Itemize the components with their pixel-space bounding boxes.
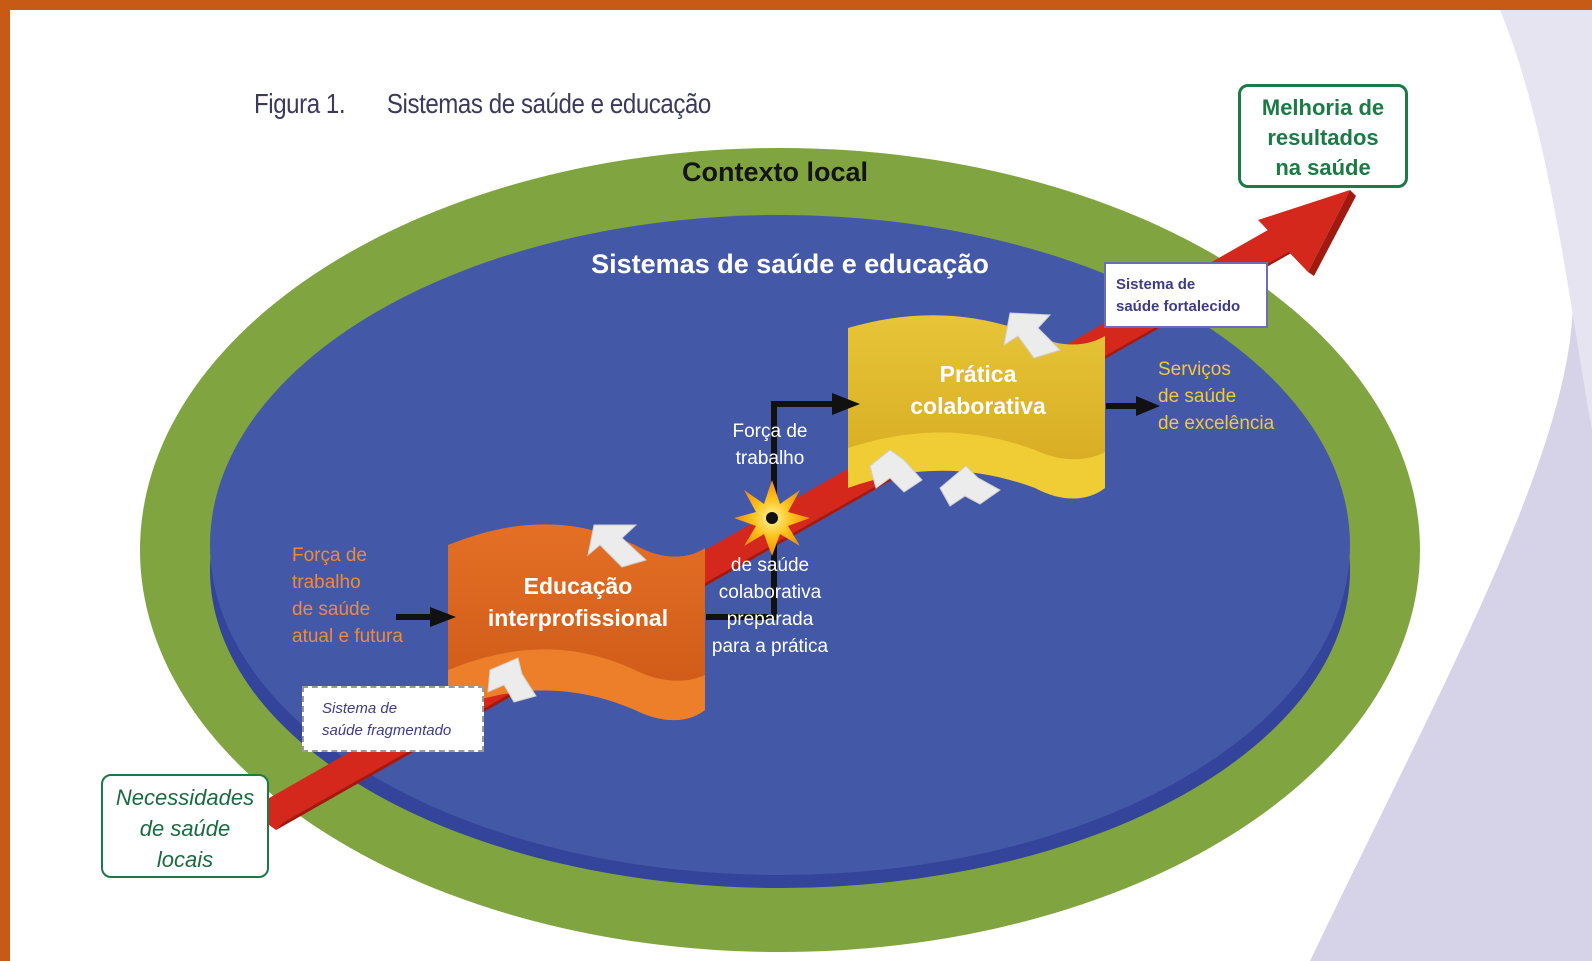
services-line-3: de excelência [1158, 413, 1275, 434]
strengthened-line-2: saúde fortalecido [1116, 298, 1241, 315]
education-line-2: interprofissional [487, 605, 669, 631]
practice-banner-label: Prática colaborativa [868, 358, 1088, 422]
workforce-input-label: Força de trabalho de saúde atual e futur… [292, 542, 432, 650]
workforce-input-line-1: Força de [292, 545, 367, 566]
connector-arrow-head [832, 393, 860, 415]
pressure-arrow-icon [587, 524, 647, 568]
starburst-icon [734, 480, 810, 556]
services-line-1: Serviços [1158, 359, 1231, 380]
education-line-1: Educação [523, 573, 633, 599]
pressure-arrow-icon [869, 449, 923, 493]
workforce-ready-line-6: para a prática [711, 636, 829, 657]
workforce-ready-bottom-label: de saúde colaborativa preparada para a p… [700, 552, 840, 660]
figure-title: Sistemas de saúde e educação [386, 88, 711, 119]
workforce-input-line-4: atual e futura [292, 626, 403, 647]
workforce-ready-top-label: Força de trabalho [710, 418, 830, 472]
strengthened-line-1: Sistema de [1116, 276, 1196, 293]
outcome-line-3: na saúde [1275, 155, 1371, 180]
lavender-decoration-light [1500, 10, 1592, 430]
needs-line-3: locais [156, 847, 214, 872]
pressure-arrow-icon [939, 465, 1001, 507]
services-arrow-head [1136, 396, 1160, 416]
fragmented-line-1: Sistema de [322, 700, 398, 717]
outer-ring-label: Contexto local [681, 157, 869, 187]
inner-field-label: Sistemas de saúde e educação [591, 249, 989, 279]
fragmented-system-box: Sistema de saúde fragmentado [302, 686, 484, 752]
workforce-ready-line-5: preparada [726, 609, 814, 630]
workforce-input-line-2: trabalho [292, 572, 361, 593]
outcome-box: Melhoria de resultados na saúde [1238, 84, 1408, 188]
figure-number: Figura 1. [254, 88, 346, 119]
workforce-input-arrow-head [430, 607, 456, 627]
pressure-arrow-icon [487, 657, 537, 703]
needs-line-1: Necessidades [115, 785, 255, 810]
services-label: Serviços de saúde de excelência [1158, 356, 1308, 437]
workforce-ready-line-4: colaborativa [718, 582, 822, 603]
red-arrow-head-shade [1308, 190, 1356, 276]
figure-caption: Figura 1. Sistemas de saúde e educação [254, 88, 711, 120]
practice-line-2: colaborativa [910, 393, 1046, 419]
workforce-ready-line-1: Força de [732, 421, 808, 442]
practice-banner-fold [848, 432, 1105, 499]
practice-line-1: Prática [939, 361, 1017, 387]
pressure-arrows [487, 312, 1061, 703]
outcome-line-2: resultados [1267, 125, 1379, 150]
education-banner-label: Educação interprofissional [468, 570, 688, 634]
needs-line-2: de saúde [139, 816, 231, 841]
lavender-decoration [1310, 10, 1592, 961]
services-line-2: de saúde [1158, 386, 1237, 407]
workforce-ready-line-2: trabalho [735, 448, 805, 469]
needs-box: Necessidades de saúde locais [101, 774, 269, 878]
diagram-graphics [140, 10, 1592, 961]
workforce-input-line-3: de saúde [292, 599, 371, 620]
strengthened-system-box: Sistema de saúde fortalecido [1104, 262, 1268, 328]
fragmented-line-2: saúde fragmentado [322, 722, 452, 739]
outcome-line-1: Melhoria de [1261, 95, 1385, 120]
pressure-arrow-icon [1003, 312, 1061, 359]
workforce-ready-line-3: de saúde [730, 555, 810, 576]
red-arrow-head [1258, 190, 1350, 272]
diagram-stage: Figura 1. Sistemas de saúde e educação C… [10, 10, 1592, 961]
